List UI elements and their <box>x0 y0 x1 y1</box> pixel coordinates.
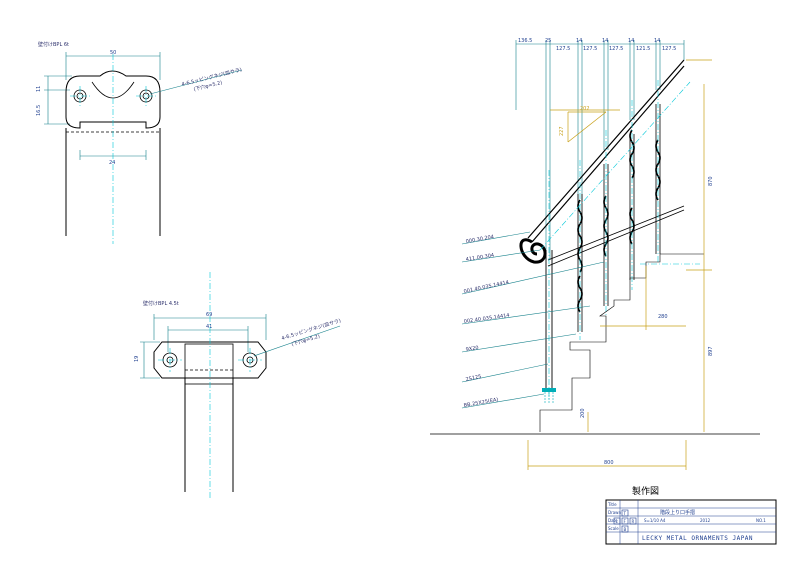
top-dim-2: 127.5 <box>556 46 570 52</box>
bottom-dim-inner: 41 <box>206 324 212 330</box>
slope-height: 227 <box>559 126 565 136</box>
top-dim-5: 14 <box>602 38 608 44</box>
dim-step: 280 <box>658 314 668 320</box>
tb-row-title: Title <box>607 502 617 507</box>
callout-1: 000.30.204 <box>465 234 494 245</box>
callout-5: 9X20 <box>465 345 479 353</box>
bottom-dim-width: 69 <box>206 312 212 318</box>
sheet-title: 製作図 <box>632 485 659 497</box>
top-dim-4: 127.5 <box>583 46 597 52</box>
tb-sheet-no: NO.1 <box>756 518 766 523</box>
stair-steps <box>539 253 704 432</box>
top-bracket-plate <box>65 70 161 129</box>
callout-4: 002.40.035.14414 <box>463 313 510 325</box>
title-block: Title Drawn Date Scale 階段上り口手摺 S=1/10 A4… <box>605 499 777 545</box>
top-bracket-view: 壁付けBPL 6t 50 11 16.5 24 <box>36 41 243 244</box>
callout-leaders <box>461 231 605 409</box>
callout-2: 411.00.304 <box>465 253 494 263</box>
top-dim-height-b: 16.5 <box>36 105 42 116</box>
newel-post <box>545 250 553 388</box>
bottom-dim-height: 19 <box>134 356 140 362</box>
view-L: L <box>616 519 619 524</box>
bottom-bracket-label: 壁付けBPL 4.5t <box>143 300 179 307</box>
dim-right-upper: 870 <box>708 176 714 186</box>
tb-row-date: Date <box>608 518 618 523</box>
view-B: B <box>624 527 627 532</box>
base-plate <box>542 388 556 392</box>
bottom-bracket-plate <box>153 341 267 379</box>
dim-bottom-width: 800 <box>604 460 614 466</box>
top-width-dimension <box>44 52 161 160</box>
top-dim-height-a: 11 <box>36 86 42 92</box>
dim-right-lower: 897 <box>708 346 714 356</box>
top-dim-6: 127.5 <box>609 46 623 52</box>
view-F: F <box>624 519 627 524</box>
callout-7: BB.25X25(EA) <box>463 397 499 409</box>
dim-bottom-height: 200 <box>580 408 586 418</box>
balusters <box>577 104 661 332</box>
callout-3: 001.40.035.14414 <box>463 279 509 294</box>
top-dim-8: 121.5 <box>636 46 650 52</box>
top-dim-1: 25 <box>545 38 551 44</box>
callout-6: 2S125 <box>465 374 482 383</box>
stair-side-view: 136.5 25 127.5 14 127.5 14 127.5 14 121.… <box>430 38 760 470</box>
top-dim-7: 14 <box>628 38 634 44</box>
twisted-bar-sections <box>577 129 661 313</box>
top-dim-0: 136.5 <box>518 38 532 44</box>
tb-company: LECKY METAL ORNAMENTS JAPAN <box>642 535 753 542</box>
top-dim-10: 127.5 <box>662 46 676 52</box>
view-R: R <box>632 519 635 524</box>
tb-project: 階段上り口手摺 <box>660 509 695 516</box>
tb-scale-note: S=1/10 A4 <box>644 518 666 523</box>
top-dim-9: 14 <box>654 38 660 44</box>
top-dimension-chain <box>515 40 685 260</box>
view-T: T <box>623 511 627 516</box>
slope-triangle <box>550 109 620 143</box>
tb-date-note: 2012 <box>700 518 711 523</box>
tb-row-scale: Scale <box>608 526 619 531</box>
slope-width: 202 <box>580 106 590 112</box>
handrail-volute <box>519 238 547 264</box>
top-dim-width: 50 <box>110 50 116 56</box>
bottom-bracket-view: 壁付けBPL 4.5t 69 41 19 <box>134 272 342 500</box>
tb-row-drawn: Drawn <box>608 510 621 515</box>
top-bracket-label: 壁付けBPL 6t <box>38 41 69 48</box>
top-dim-bottom: 24 <box>109 160 115 166</box>
top-dim-3: 14 <box>576 38 582 44</box>
